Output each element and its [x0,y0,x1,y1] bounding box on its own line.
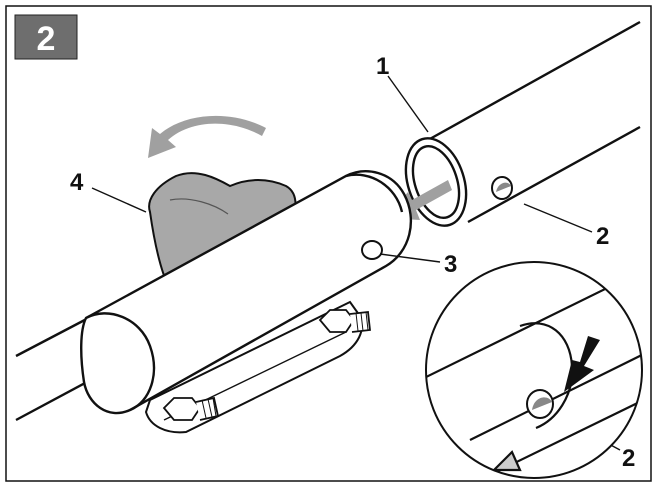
detail-inset [425,261,643,479]
step-badge: 2 [14,14,78,60]
bolt-rear [318,309,371,333]
callout-label-detail: 2 [622,445,635,472]
step-number: 2 [37,20,56,58]
callout-label-1: 1 [376,53,389,80]
bolt-front [162,396,220,421]
rotate-arrow-icon [148,115,266,158]
detail-press-arrow-icon [564,336,600,392]
callout-label-4: 4 [70,169,84,196]
callout-label-3: 3 [444,251,457,278]
clamp-sleeve [80,170,413,415]
detail-pin [526,389,554,419]
clamp-hole [361,240,383,260]
tube-pin [491,176,513,200]
callout-label-2: 2 [596,223,609,250]
